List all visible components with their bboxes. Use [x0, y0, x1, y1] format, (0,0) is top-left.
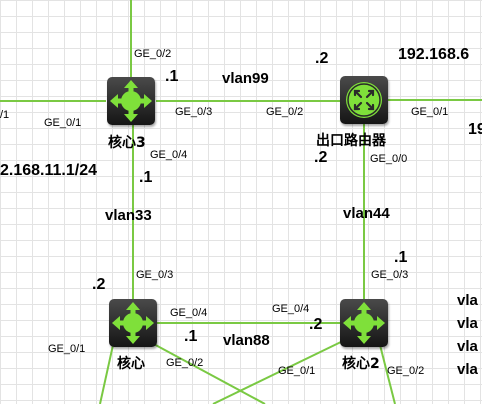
port-label: GE_0/4	[170, 307, 208, 319]
link-core-down-left[interactable]	[99, 344, 114, 404]
port-label: GE_0/4	[150, 149, 188, 161]
port-label: GE_0/2	[166, 357, 204, 369]
address-label: 2.168.11.1/24	[0, 162, 97, 179]
address-label: .1	[394, 249, 408, 266]
address-label: .2	[315, 50, 329, 67]
port-label: GE_0/3	[371, 269, 409, 281]
egress-router[interactable]	[340, 76, 388, 124]
vlan-list-item: vla	[457, 361, 478, 378]
vlan-label: vlan88	[223, 332, 270, 349]
address-label: 192.168.6	[398, 46, 470, 63]
port-label: GE_0/0	[370, 153, 408, 165]
port-label: GE_0/3	[136, 269, 174, 281]
port-label: GE_0/2	[266, 106, 304, 118]
address-label: .1	[184, 328, 198, 345]
port-label: GE_0/1	[44, 117, 82, 129]
port-label: GE_0/4	[272, 303, 310, 315]
vlan-list-item: vla	[457, 338, 478, 355]
address-label: .1	[139, 169, 153, 186]
address-label: .2	[314, 149, 328, 166]
address-label: .2	[92, 276, 106, 293]
l3-switch-icon	[112, 302, 154, 344]
core-switch[interactable]	[109, 299, 157, 347]
port-label: GE_0/3	[175, 106, 213, 118]
vlan-list-item: vla	[457, 315, 478, 332]
address-label: .1	[165, 68, 179, 85]
port-label: GE_0/2	[134, 48, 172, 60]
port-label: GE_0/1	[411, 106, 449, 118]
core2-switch[interactable]	[340, 299, 388, 347]
core3-switch[interactable]	[107, 77, 155, 125]
address-label: 19	[468, 121, 482, 138]
port-label: GE_0/2	[387, 365, 425, 377]
egress-router-label: 出口路由器	[316, 133, 386, 149]
port-label: GE_0/1	[278, 365, 316, 377]
vlan-label: vlan99	[222, 70, 269, 87]
l3-switch-icon	[343, 302, 385, 344]
link-core2-down-right[interactable]	[379, 344, 396, 404]
address-label: .2	[309, 316, 323, 333]
vlan-label: vlan33	[105, 207, 152, 224]
core2-label: 核心2	[342, 356, 380, 372]
port-label: /1	[0, 109, 10, 121]
vlan-list-item: vla	[457, 292, 478, 309]
core3-label: 核心3	[108, 135, 146, 151]
core-label: 核心	[117, 356, 145, 372]
router-icon	[346, 82, 382, 118]
vlan-label: vlan44	[343, 205, 390, 222]
l3-switch-icon	[110, 80, 152, 122]
link-core-down-right[interactable]	[149, 341, 266, 404]
port-label: GE_0/1	[48, 343, 86, 355]
link-core2-down-left[interactable]	[212, 339, 346, 404]
